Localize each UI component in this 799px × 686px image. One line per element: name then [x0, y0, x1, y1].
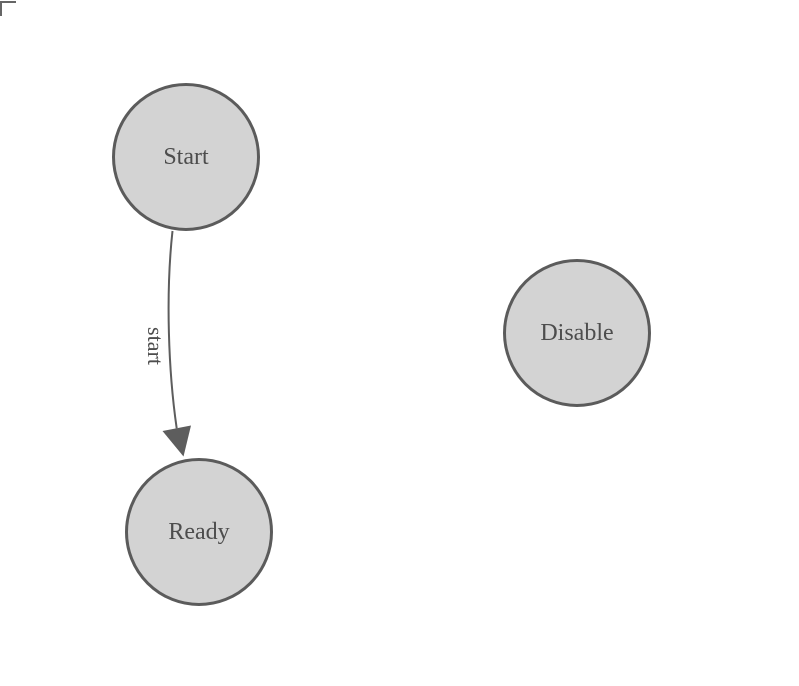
- state-node-disable-label: Disable: [540, 320, 614, 346]
- transition-edge-start-to-ready[interactable]: [167, 230, 178, 429]
- state-node-start-label: Start: [163, 144, 209, 170]
- edge-label-start[interactable]: start: [143, 327, 168, 365]
- canvas-corner-mark: [0, 1, 16, 16]
- state-node-disable[interactable]: Disable: [503, 259, 651, 407]
- state-node-ready-label: Ready: [168, 519, 230, 545]
- state-node-ready[interactable]: Ready: [125, 458, 273, 606]
- state-node-start[interactable]: Start: [112, 83, 260, 231]
- edge-arrowhead-icon: [162, 425, 191, 457]
